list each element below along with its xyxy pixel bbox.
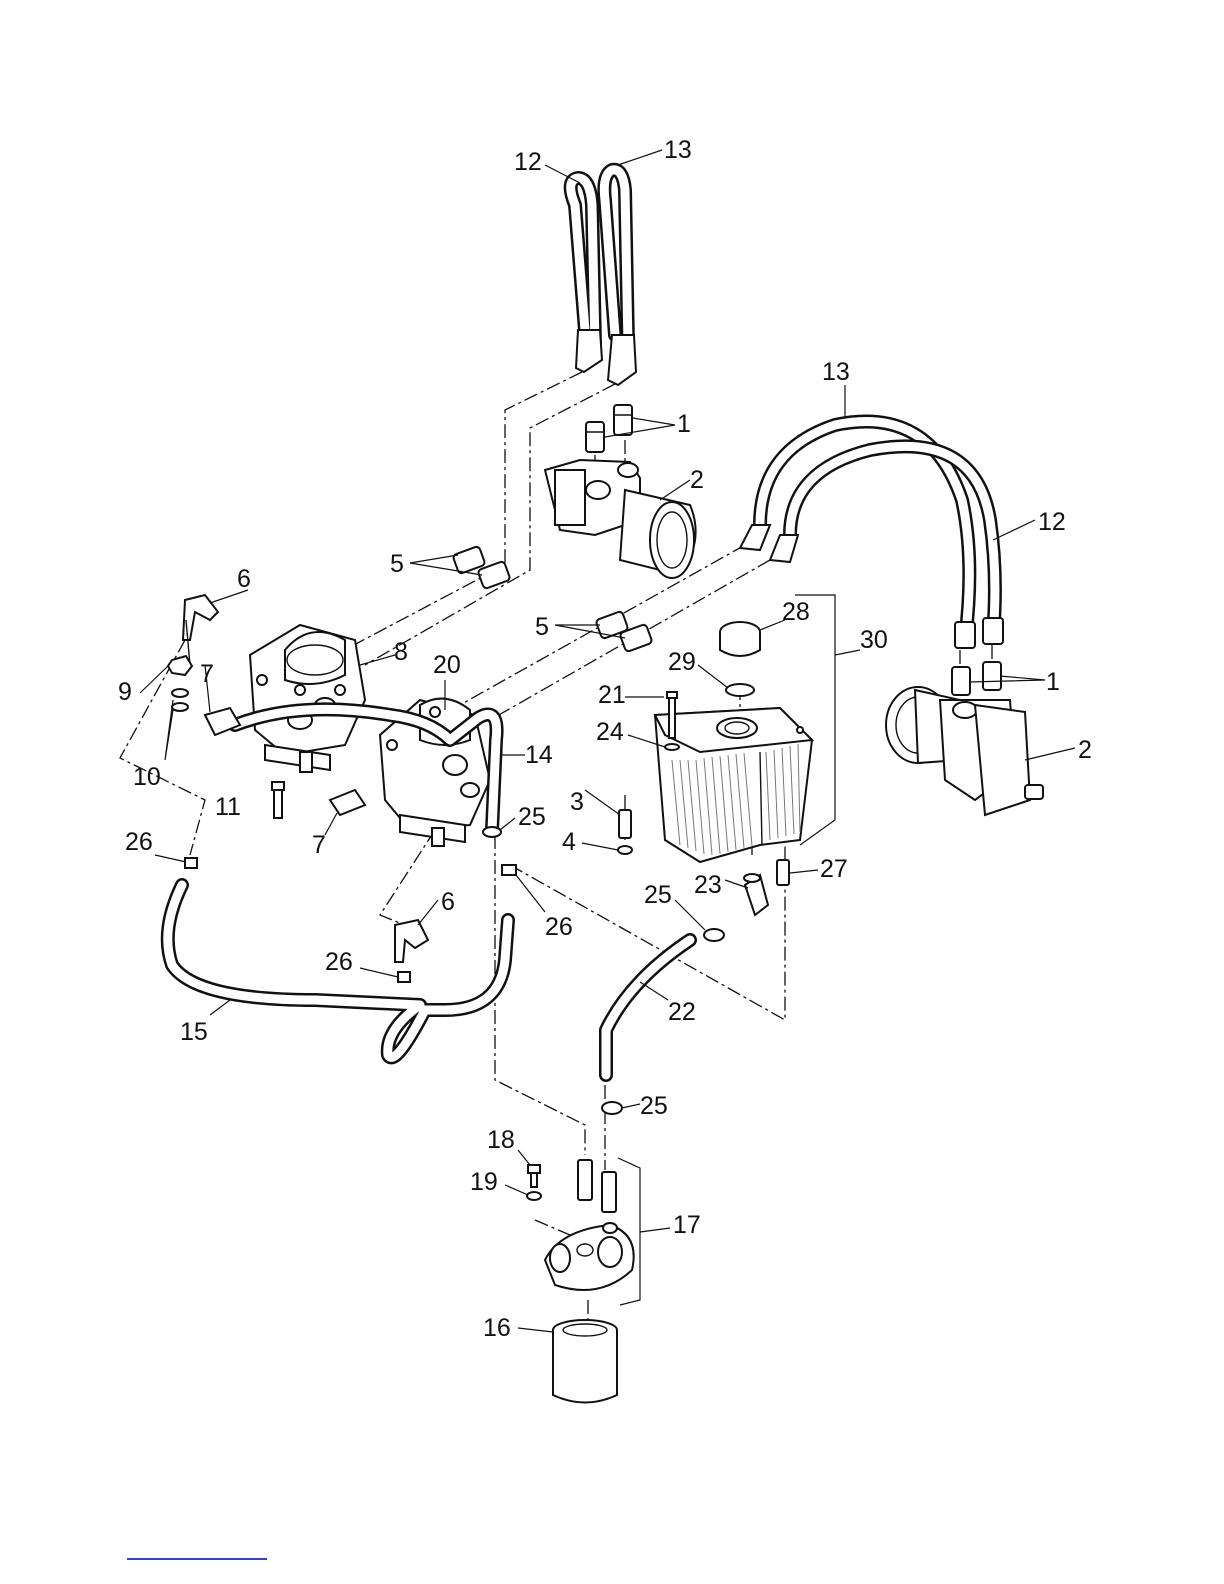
callout-1-right: 1 — [1046, 668, 1060, 696]
clamp-26-lower — [398, 972, 410, 982]
callout-14: 14 — [525, 741, 553, 769]
callout-9: 9 — [118, 678, 132, 706]
callout-26-left: 26 — [125, 828, 153, 856]
washer-24 — [665, 744, 679, 750]
hydraulic-motor-2-right — [886, 687, 1043, 815]
fitting-1-right — [952, 662, 1001, 695]
callout-5-lower: 5 — [535, 613, 549, 641]
callout-1-top: 1 — [677, 410, 691, 438]
clamp-25-reservoir — [704, 929, 724, 941]
callout-7-center: 7 — [312, 831, 326, 859]
callout-15: 15 — [180, 1018, 208, 1046]
filler-cap-28 — [720, 622, 760, 656]
callout-8: 8 — [394, 638, 408, 666]
callout-26-center: 26 — [545, 913, 573, 941]
reservoir-tank — [655, 708, 812, 862]
callout-17: 17 — [673, 1211, 701, 1239]
bolt-18 — [528, 1165, 540, 1187]
hydraulic-motor-2-top — [545, 460, 696, 578]
spacer-3 — [619, 810, 631, 838]
clamp-26-left — [185, 858, 197, 868]
callout-13-right: 13 — [822, 358, 850, 386]
hydraulic-pump-8 — [250, 625, 365, 772]
washer-19 — [527, 1192, 541, 1200]
nut-9 — [168, 656, 192, 675]
callout-25-filter: 25 — [640, 1092, 668, 1120]
nut-4 — [618, 846, 632, 854]
clamp-26-center — [502, 865, 516, 875]
callout-20: 20 — [433, 651, 461, 679]
callout-7-left: 7 — [200, 660, 214, 688]
callout-6-lower: 6 — [441, 888, 455, 916]
callout-22: 22 — [668, 998, 696, 1026]
callout-4: 4 — [562, 828, 576, 856]
callout-6-upper: 6 — [237, 565, 251, 593]
callout-18: 18 — [487, 1126, 515, 1154]
callout-21: 21 — [598, 681, 626, 709]
washers-10 — [172, 689, 188, 711]
footer-rule — [127, 1558, 267, 1560]
fitting-27 — [777, 860, 789, 885]
callout-19: 19 — [470, 1168, 498, 1196]
callout-2-top: 2 — [690, 466, 704, 494]
callout-30: 30 — [860, 626, 888, 654]
callout-25-reservoir: 25 — [644, 881, 672, 909]
callout-16: 16 — [483, 1314, 511, 1342]
bolt-21 — [667, 692, 677, 738]
elbow-23 — [744, 874, 768, 915]
bolt-11 — [272, 782, 284, 818]
callout-10: 10 — [133, 763, 161, 791]
fitting-5-upper — [452, 546, 510, 589]
callout-25-pump: 25 — [518, 803, 546, 831]
callout-2-right: 2 — [1078, 736, 1092, 764]
callout-28: 28 — [782, 598, 810, 626]
hose-12-top — [571, 178, 602, 372]
callout-29: 29 — [668, 648, 696, 676]
callout-24: 24 — [596, 718, 624, 746]
callout-3: 3 — [570, 788, 584, 816]
hose-13-top — [604, 170, 636, 385]
callout-26-lower: 26 — [325, 948, 353, 976]
clamp-25-pump — [483, 827, 501, 837]
filter-16 — [553, 1320, 617, 1403]
callout-12-right: 12 — [1038, 508, 1066, 536]
callout-11: 11 — [215, 793, 241, 821]
callout-12-top: 12 — [514, 148, 542, 176]
callout-5-upper: 5 — [390, 550, 404, 578]
callout-27: 27 — [820, 855, 848, 883]
callout-23: 23 — [694, 871, 722, 899]
elbow-6-upper — [183, 595, 218, 665]
filter-head-17 — [545, 1160, 634, 1290]
callout-13-top: 13 — [664, 136, 692, 164]
clamp-25-filter — [602, 1102, 622, 1114]
fitting-7-center — [330, 790, 365, 815]
elbow-6-lower — [395, 920, 428, 962]
gasket-29 — [726, 684, 754, 696]
fitting-5-lower — [595, 611, 652, 652]
